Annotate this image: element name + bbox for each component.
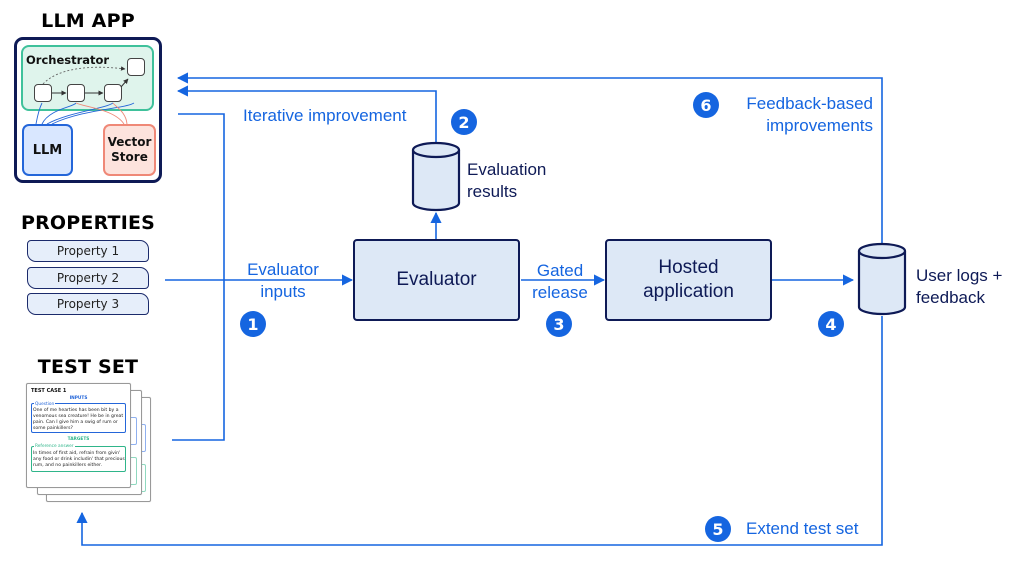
evaluation-results-store [411,141,461,212]
reference-field [31,446,126,472]
arrow-iterative-improvement [176,85,437,143]
orchestrator-label: Orchestrator [26,53,110,67]
evaluator-box: Evaluator [353,239,520,321]
step-3-badge: 3 [546,311,572,337]
user-logs-store [857,242,907,316]
step-2-badge: 2 [451,109,477,135]
orchestrator-links [35,66,135,125]
orchestrator-node-1 [34,84,52,102]
vector-store-label: Vector Store [107,135,152,164]
question-field [31,403,126,433]
step-1-badge: 1 [240,311,266,337]
feedback-improvements-label: Feedback-based improvements [746,94,873,135]
evaluation-results-label: Evaluation results [467,160,547,201]
step-5-badge: 5 [705,516,731,542]
user-logs-label: User logs + feedback [916,266,1003,307]
extend-test-set-label: Extend test set [746,519,859,538]
test-set-title: TEST SET [37,356,139,378]
arrow-extend-test-set [76,316,883,546]
evaluator-inputs-label: Evaluator inputs [247,260,319,301]
llm-app-title: LLM APP [41,10,135,32]
vector-store-box: Vector Store [103,124,156,176]
properties-title: PROPERTIES [20,212,156,234]
gated-release-label: Gated release [532,261,588,302]
property-item: Property 1 [27,240,149,262]
property-item: Property 3 [27,293,149,315]
targets-label: TARGETS [67,437,90,442]
test-case-title: TEST CASE 1 [31,388,67,394]
iterative-improvement-label: Iterative improvement [243,106,407,125]
step-6-badge: 6 [693,92,719,118]
reference-text: In times of first aid, refrain from givi… [33,451,125,468]
property-item: Property 2 [27,267,149,289]
reference-label: Reference answer [34,444,75,449]
arrow-feedback-improvements [176,72,883,244]
hosted-application-box: Hosted application [605,239,772,321]
inputs-label: INPUTS [69,396,88,401]
test-case-card-front: TEST CASE 1 INPUTS Question One of me he… [26,383,131,488]
step-4-badge: 4 [818,311,844,337]
orchestrator-node-3 [104,84,122,102]
connector-llm-app-to-inputs [172,113,225,441]
orchestrator-node-2 [67,84,85,102]
hosted-application-label: Hosted application [643,257,734,302]
orchestrator-node-4 [127,58,145,76]
question-label: Question [34,402,56,407]
llm-box: LLM [22,124,73,176]
question-text: One of me hearties has been bit by a ven… [33,408,124,431]
